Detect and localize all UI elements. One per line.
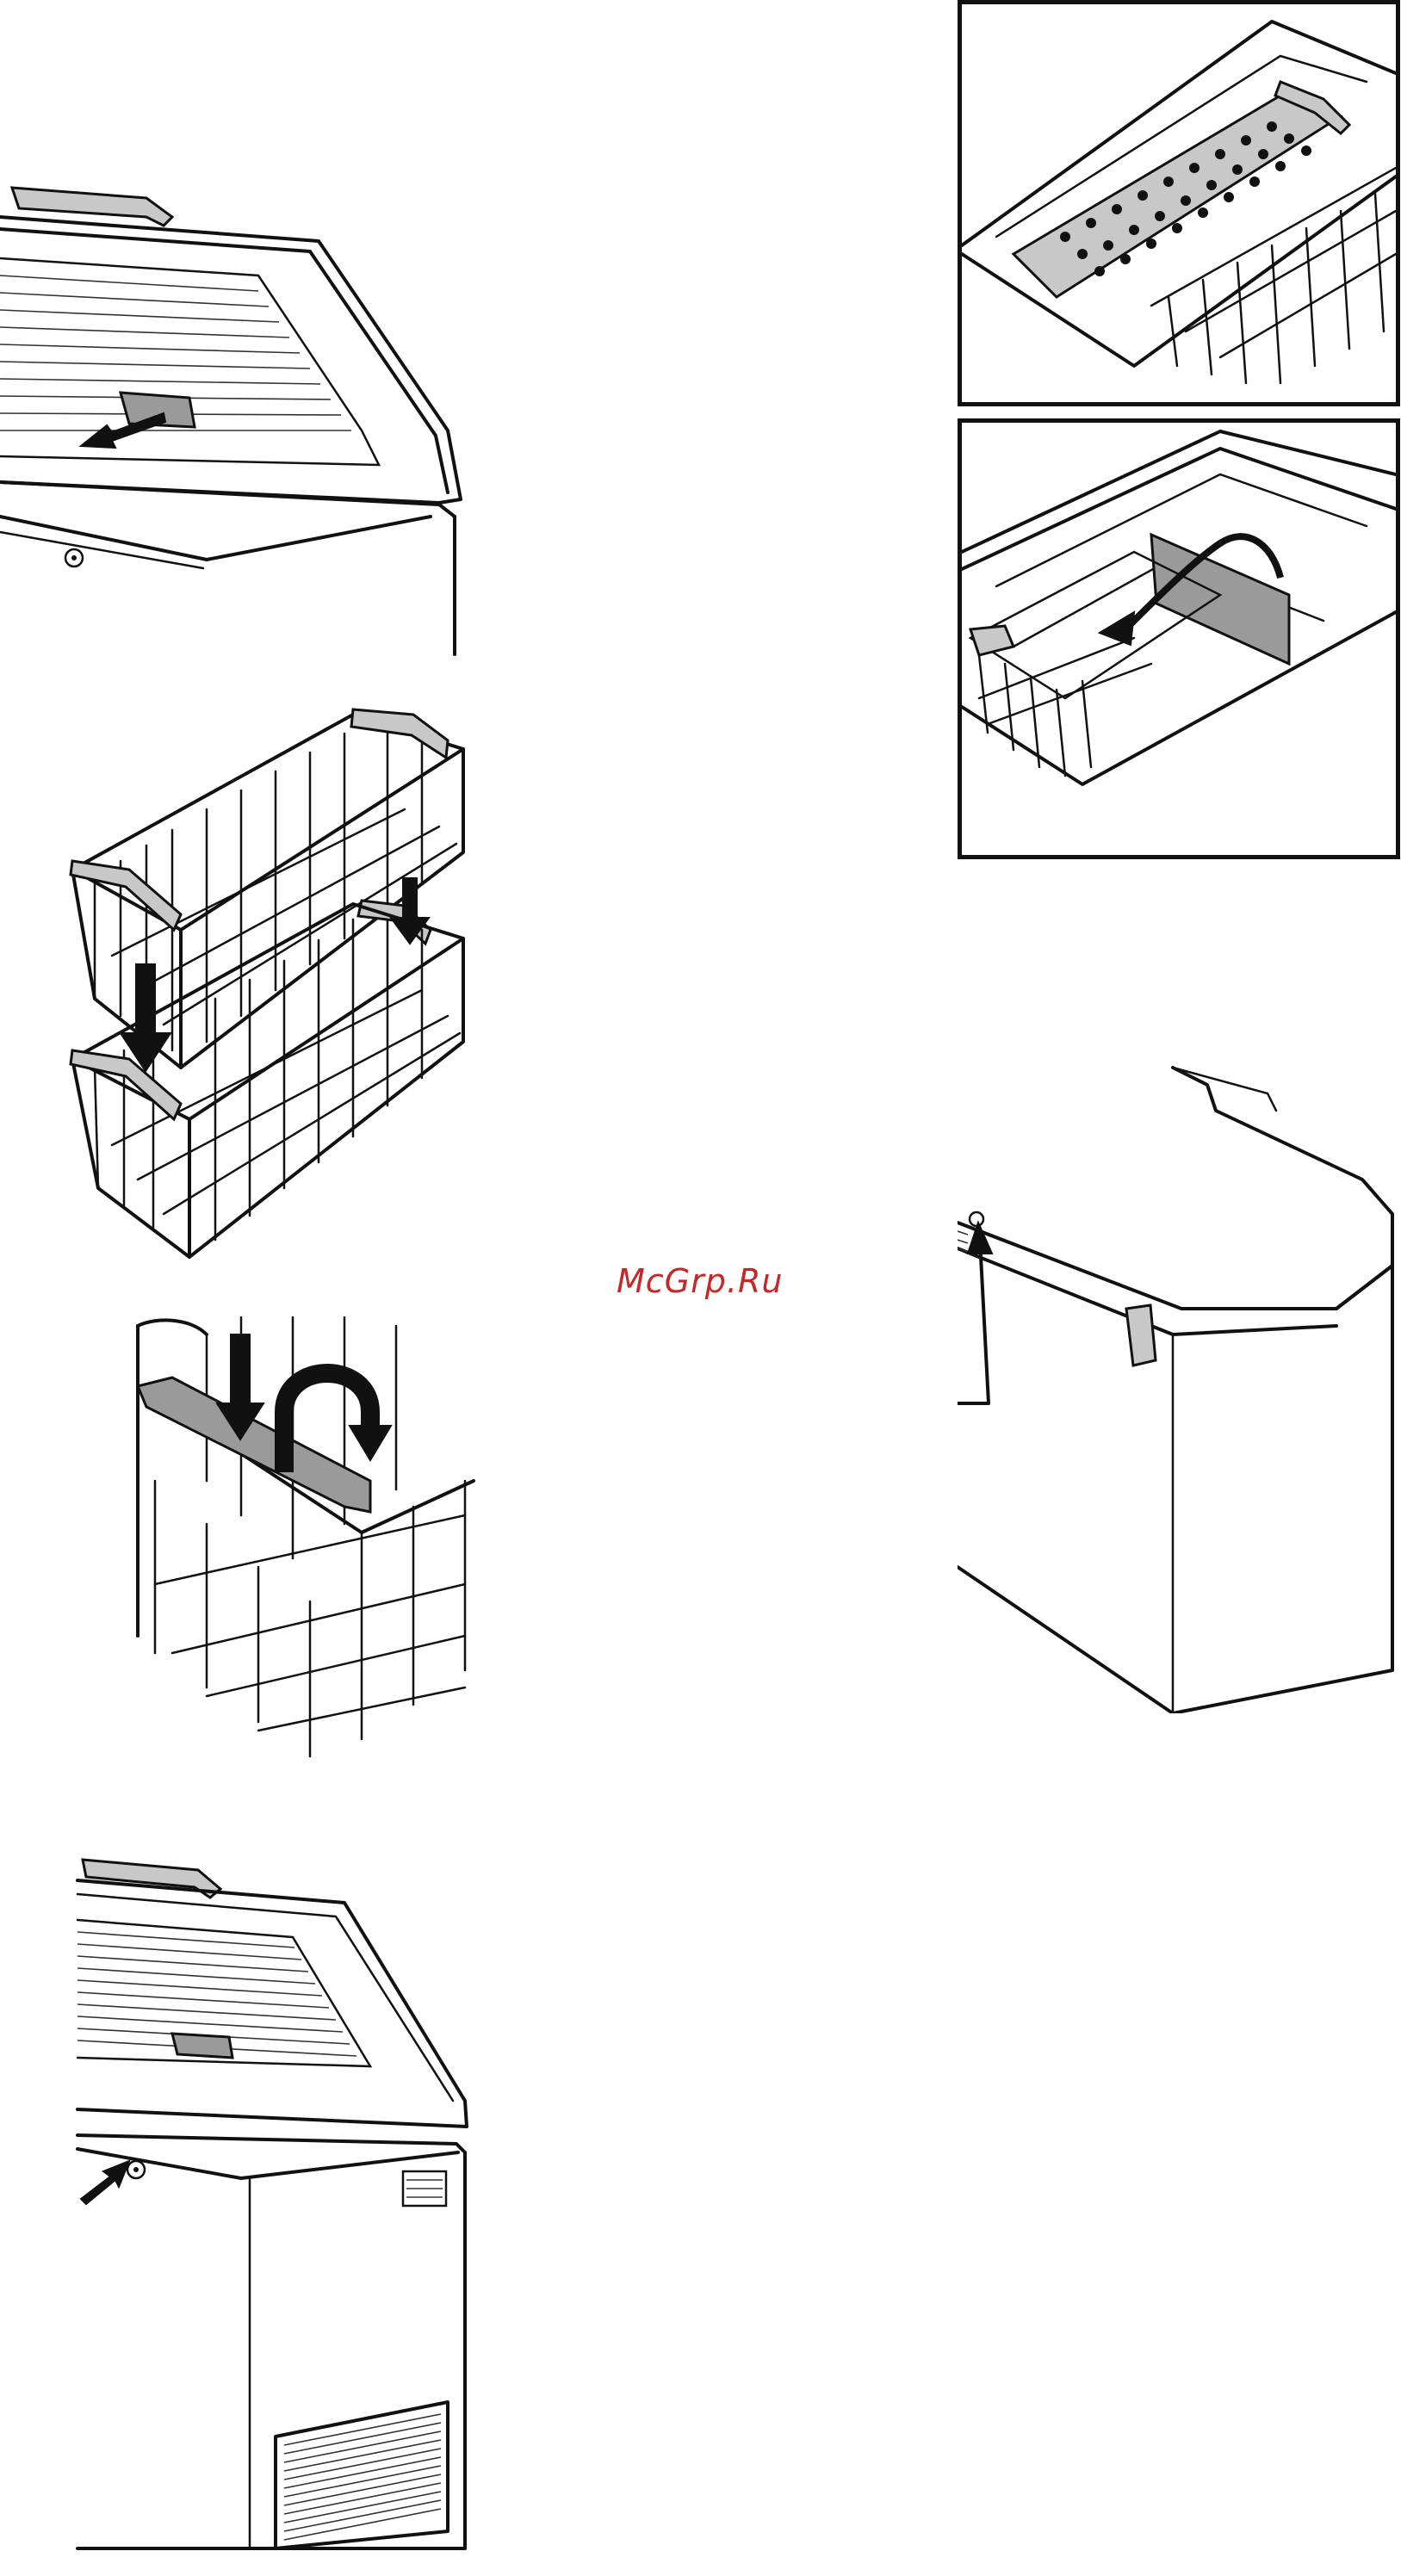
freezer-closed-illustration	[958, 1050, 1401, 1713]
watermark: McGrp.Ru	[617, 1262, 783, 1300]
accumulator-illustration	[962, 4, 1396, 402]
divider-panel	[958, 418, 1400, 859]
freezer-lid-open-illustration	[0, 172, 482, 672]
basket-handle-rotate-illustration	[121, 1309, 482, 1774]
stacking-baskets-illustration	[60, 689, 474, 1274]
accumulator-panel	[958, 0, 1400, 406]
freezer-front-illustration	[69, 1842, 482, 2574]
divider-illustration	[962, 423, 1396, 855]
